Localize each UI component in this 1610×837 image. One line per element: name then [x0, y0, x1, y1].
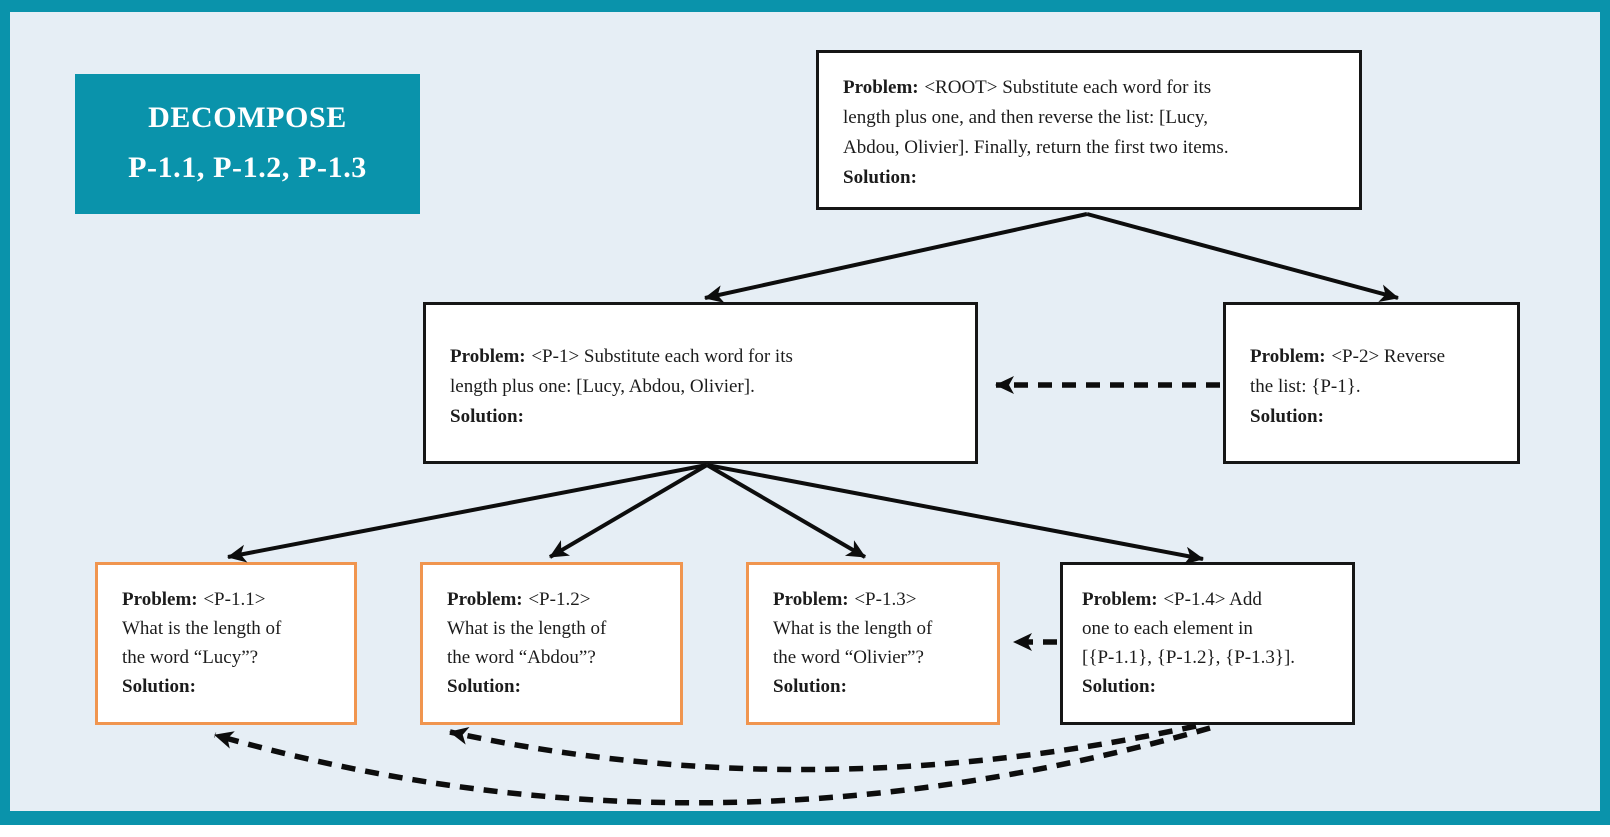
node-p1-4: Problem:<P-1.4> Add one to each element …: [1060, 562, 1355, 725]
problem-label: Problem:: [450, 346, 526, 367]
solution-label: Solution:: [122, 676, 196, 697]
edge-p1-4-p1-2: [449, 723, 1197, 773]
node-p1-text: Problem:<P-1> Substitute each word for i…: [450, 342, 951, 432]
edge-p1-p1-3: [705, 463, 867, 559]
node-p1-2: Problem:<P-1.2> What is the length of th…: [420, 562, 683, 725]
solution-label: Solution:: [1082, 676, 1156, 697]
node-p2: Problem:<P-2> Reverse the list: {P-1}. So…: [1223, 302, 1520, 464]
node-root: Problem:<ROOT> Substitute each word for …: [816, 50, 1362, 210]
problem-text: <P-1.4> Add one to each element in [{P-1…: [1082, 589, 1296, 668]
edge-p1-p1-2: [548, 463, 709, 559]
node-p1-1-text: Problem:<P-1.1> What is the length of th…: [122, 585, 330, 701]
decompose-badge: DECOMPOSE P-1.1, P-1.2, P-1.3: [75, 74, 420, 214]
node-p1-2-text: Problem:<P-1.2> What is the length of th…: [447, 585, 656, 701]
node-root-text: Problem:<ROOT> Substitute each word for …: [843, 73, 1335, 193]
problem-label: Problem:: [843, 77, 919, 98]
problem-label: Problem:: [1082, 589, 1158, 610]
node-p1-3: Problem:<P-1.3> What is the length of th…: [746, 562, 1000, 725]
node-p1-4-text: Problem:<P-1.4> Add one to each element …: [1082, 585, 1336, 701]
edge-p1-p1-4: [706, 463, 1204, 565]
problem-text: <P-2> Reverse the list: {P-1}.: [1250, 346, 1446, 397]
problem-text: <P-1> Substitute each word for its lengt…: [450, 346, 793, 397]
node-p2-text: Problem:<P-2> Reverse the list: {P-1}. So…: [1250, 342, 1493, 432]
problem-text: <P-1.3> What is the length of the word “…: [773, 589, 933, 668]
edge-root-p2: [1086, 212, 1399, 302]
badge-line-1: DECOMPOSE: [148, 101, 347, 134]
problem-text: <ROOT> Substitute each word for its leng…: [843, 77, 1229, 158]
node-p1-3-text: Problem:<P-1.3> What is the length of th…: [773, 585, 973, 701]
edge-p1-p1-1: [227, 463, 708, 563]
edge-root-p1: [704, 212, 1088, 303]
problem-label: Problem:: [447, 589, 523, 610]
problem-text: <P-1.1> What is the length of the word “…: [122, 589, 282, 668]
solution-label: Solution:: [843, 167, 917, 188]
solution-label: Solution:: [1250, 406, 1324, 427]
solution-label: Solution:: [450, 406, 524, 427]
problem-text: <P-1.2> What is the length of the word “…: [447, 589, 607, 668]
problem-label: Problem:: [773, 589, 849, 610]
problem-label: Problem:: [1250, 346, 1326, 367]
node-p1: Problem:<P-1> Substitute each word for i…: [423, 302, 978, 464]
node-p1-1: Problem:<P-1.1> What is the length of th…: [95, 562, 357, 725]
problem-label: Problem:: [122, 589, 198, 610]
badge-line-2: P-1.1, P-1.2, P-1.3: [128, 151, 367, 184]
solution-label: Solution:: [773, 676, 847, 697]
edge-p1-4-p1-1: [214, 725, 1211, 806]
solution-label: Solution:: [447, 676, 521, 697]
